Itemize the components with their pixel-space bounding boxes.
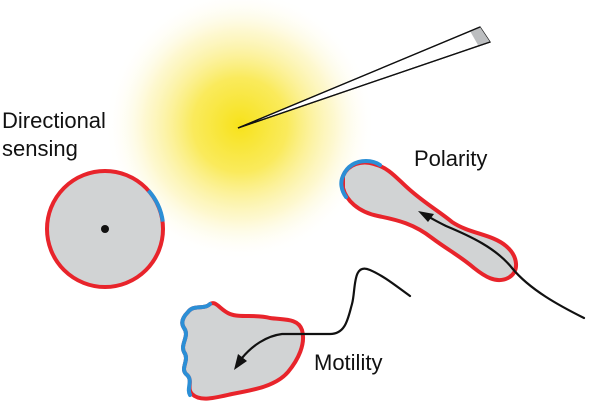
motility-cell [180,301,305,401]
polarity-label: Polarity [414,146,487,171]
motility-label: Motility [314,350,382,375]
chemoattractant-gradient-icon [105,0,375,260]
micropipette-icon [237,26,492,129]
polarity-cell [339,158,518,283]
directional-sensing-label-line1: Directional [2,108,106,133]
directional-sensing-label-line2: sensing [2,136,78,161]
nucleus-icon [101,225,109,233]
motility-trajectory-arrow-icon [234,267,412,370]
directional-sensing-cell [45,169,165,289]
polarity-trajectory-arrow-icon [418,211,586,320]
